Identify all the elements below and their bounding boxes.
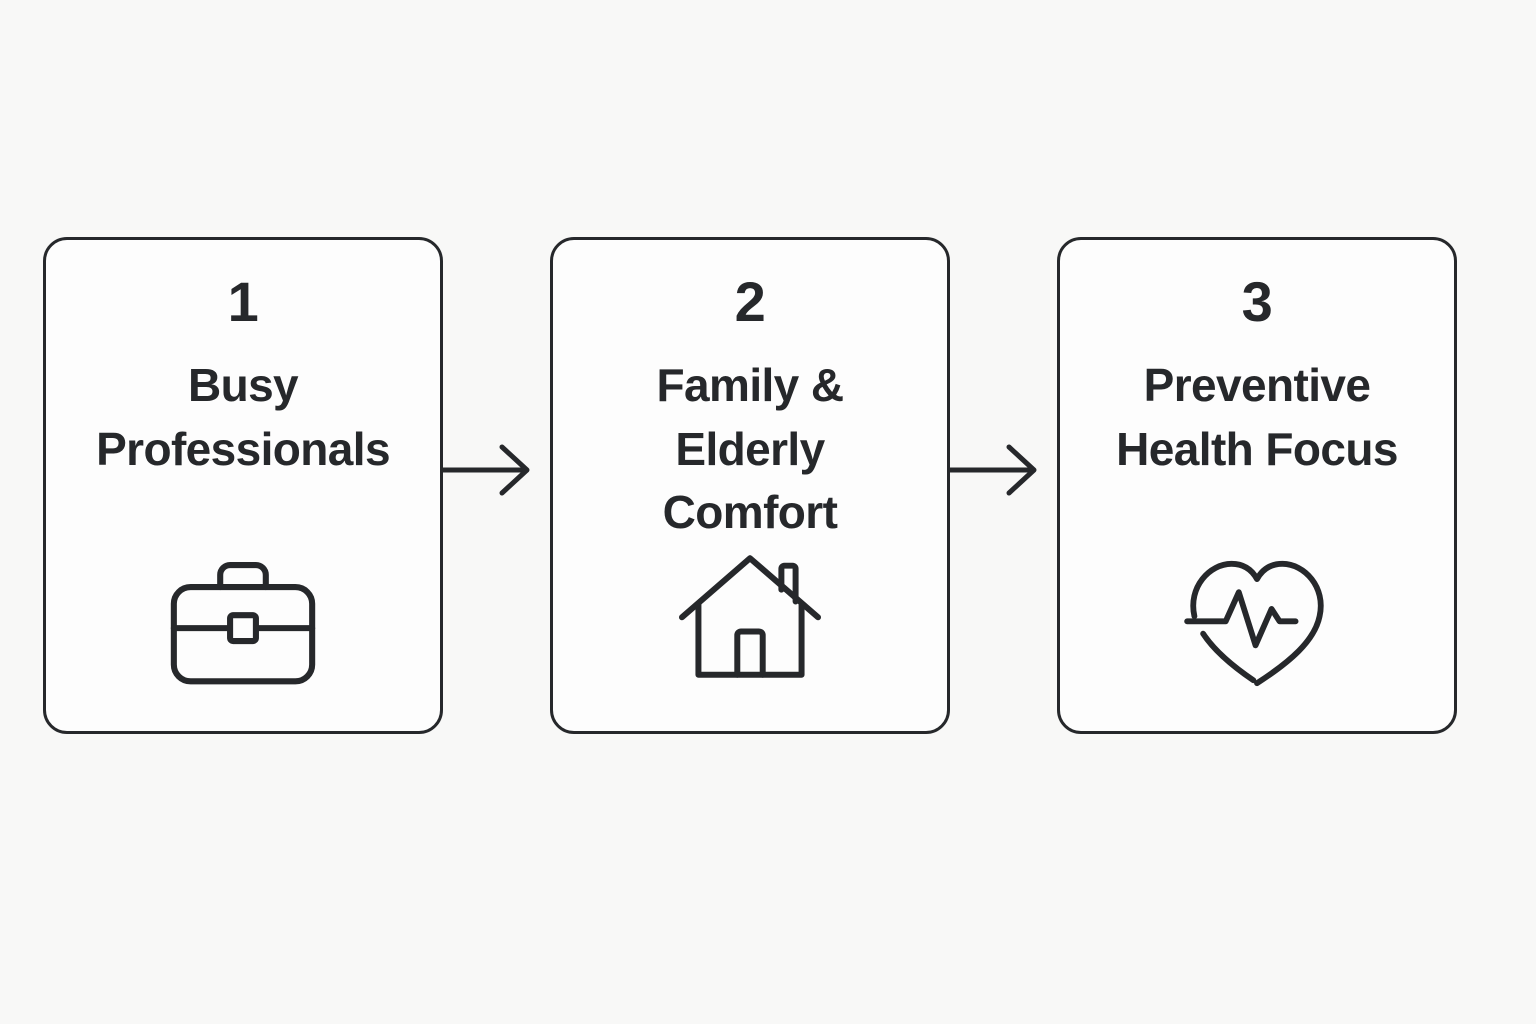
step-card-family-elderly-comfort: 2 Family & Elderly Comfort bbox=[550, 237, 950, 734]
briefcase-icon bbox=[167, 549, 319, 689]
step-number: 2 bbox=[734, 270, 766, 333]
arrow-right-icon bbox=[443, 438, 550, 502]
flow-diagram: 1 Busy Professionals 2 Family & Elderly … bbox=[43, 237, 1457, 734]
house-icon bbox=[675, 547, 825, 689]
arrow-right-icon bbox=[950, 438, 1057, 502]
step-number: 3 bbox=[1241, 270, 1273, 333]
step-number: 1 bbox=[227, 270, 259, 333]
step-title: Family & Elderly Comfort bbox=[656, 359, 845, 539]
step-card-busy-professionals: 1 Busy Professionals bbox=[43, 237, 443, 734]
heart-pulse-icon bbox=[1184, 558, 1330, 689]
step-title: Busy Professionals bbox=[96, 359, 390, 475]
step-card-preventive-health-focus: 3 Preventive Health Focus bbox=[1057, 237, 1457, 734]
step-title: Preventive Health Focus bbox=[1116, 359, 1398, 475]
